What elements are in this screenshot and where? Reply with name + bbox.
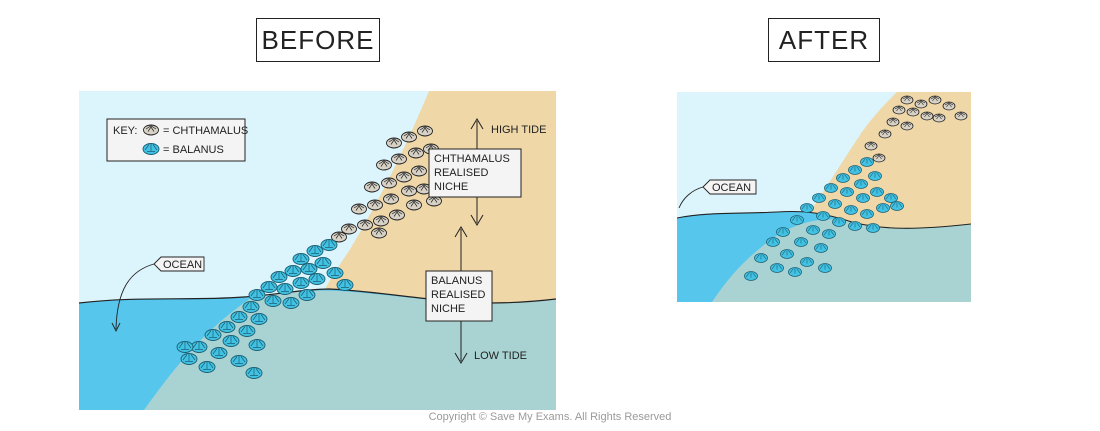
chthamalus-niche-line-3: NICHE — [434, 181, 468, 193]
before-title: BEFORE — [256, 18, 380, 62]
after-ocean-callout: OCEAN — [678, 179, 757, 209]
balanus-niche-line-2: REALISED — [431, 289, 485, 301]
ocean-callout: OCEAN — [111, 256, 205, 333]
high-tide-label: HIGH TIDE — [491, 124, 546, 136]
chthamalus-niche-box: CHTHAMALUS REALISED NICHE — [428, 148, 522, 198]
chthamalus-niche-line-2: REALISED — [434, 167, 488, 179]
before-diagram: KEY: = CHTHAMALUS = BALANUS OCEAN HIGH T… — [79, 91, 556, 410]
balanus-key-icon — [142, 143, 160, 155]
balanus-niche-line-3: NICHE — [431, 303, 465, 315]
balanus-niche-box: BALANUS REALISED NICHE — [425, 270, 493, 322]
copyright-footer: Copyright © Save My Exams. All Rights Re… — [428, 411, 672, 423]
low-tide-label: LOW TIDE — [474, 350, 527, 362]
after-title: AFTER — [768, 18, 880, 62]
after-waterline — [677, 210, 971, 229]
chthamalus-niche-line-1: CHTHAMALUS — [434, 153, 510, 165]
key-balanus: = BALANUS — [163, 144, 224, 156]
after-diagram: OCEAN — [677, 92, 971, 302]
key-heading: KEY: — [113, 125, 137, 137]
chthamalus-key-icon — [143, 124, 159, 136]
key-chthamalus: = CHTHAMALUS — [163, 125, 248, 137]
ocean-label-before: OCEAN — [163, 259, 202, 271]
waterline — [79, 288, 556, 304]
ocean-label-after: OCEAN — [712, 182, 751, 194]
balanus-niche-line-1: BALANUS — [431, 275, 482, 287]
key-box: KEY: = CHTHAMALUS = BALANUS — [106, 118, 248, 162]
